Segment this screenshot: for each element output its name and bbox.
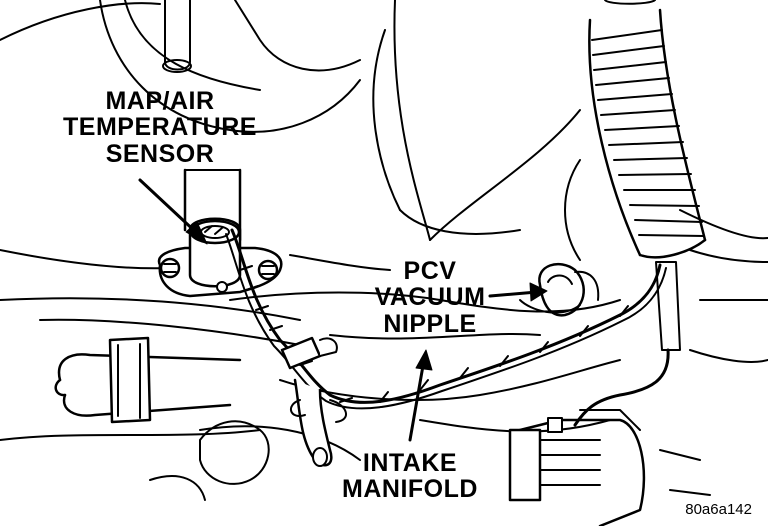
right-sensor-lead [573, 261, 681, 427]
leader-arrows [138, 178, 539, 442]
left-hose [54, 336, 242, 424]
map-air-temperature-sensor-label: MAP/AIR TEMPERATURE SENSOR [60, 88, 260, 167]
top-rod [162, 0, 192, 73]
engine-background-contours [0, 0, 768, 441]
harness-connector [280, 336, 347, 467]
intake-label-line-2: MANIFOLD [342, 475, 478, 504]
pcv-vacuum-nipple-label: PCV VACUUM NIPPLE [365, 258, 495, 337]
pcv-label-line-3: NIPPLE [383, 309, 477, 338]
ribbed-hose [588, 0, 707, 259]
arrowheads [185, 221, 548, 371]
intake-manifold-label: INTAKE MANIFOLD [330, 450, 490, 503]
map-label-line-2: TEMPERATURE [63, 113, 257, 142]
lower-left-runner [149, 420, 270, 501]
intake-label-line-1: INTAKE [362, 449, 458, 477]
figure-id: 80a6a142 [685, 501, 752, 518]
lower-right-connector [508, 409, 711, 526]
pcv-label-line-2: VACUUM [374, 283, 486, 312]
pcv-label-line-1: PCV [403, 257, 457, 285]
pcv-vacuum-nipple [519, 262, 600, 317]
intake-manifold-body [199, 291, 621, 461]
map-sensor-illustration [157, 168, 283, 298]
wiring-harness [225, 228, 667, 410]
map-label-line-1: MAP/AIR [105, 87, 215, 115]
map-label-line-3: SENSOR [105, 139, 215, 168]
